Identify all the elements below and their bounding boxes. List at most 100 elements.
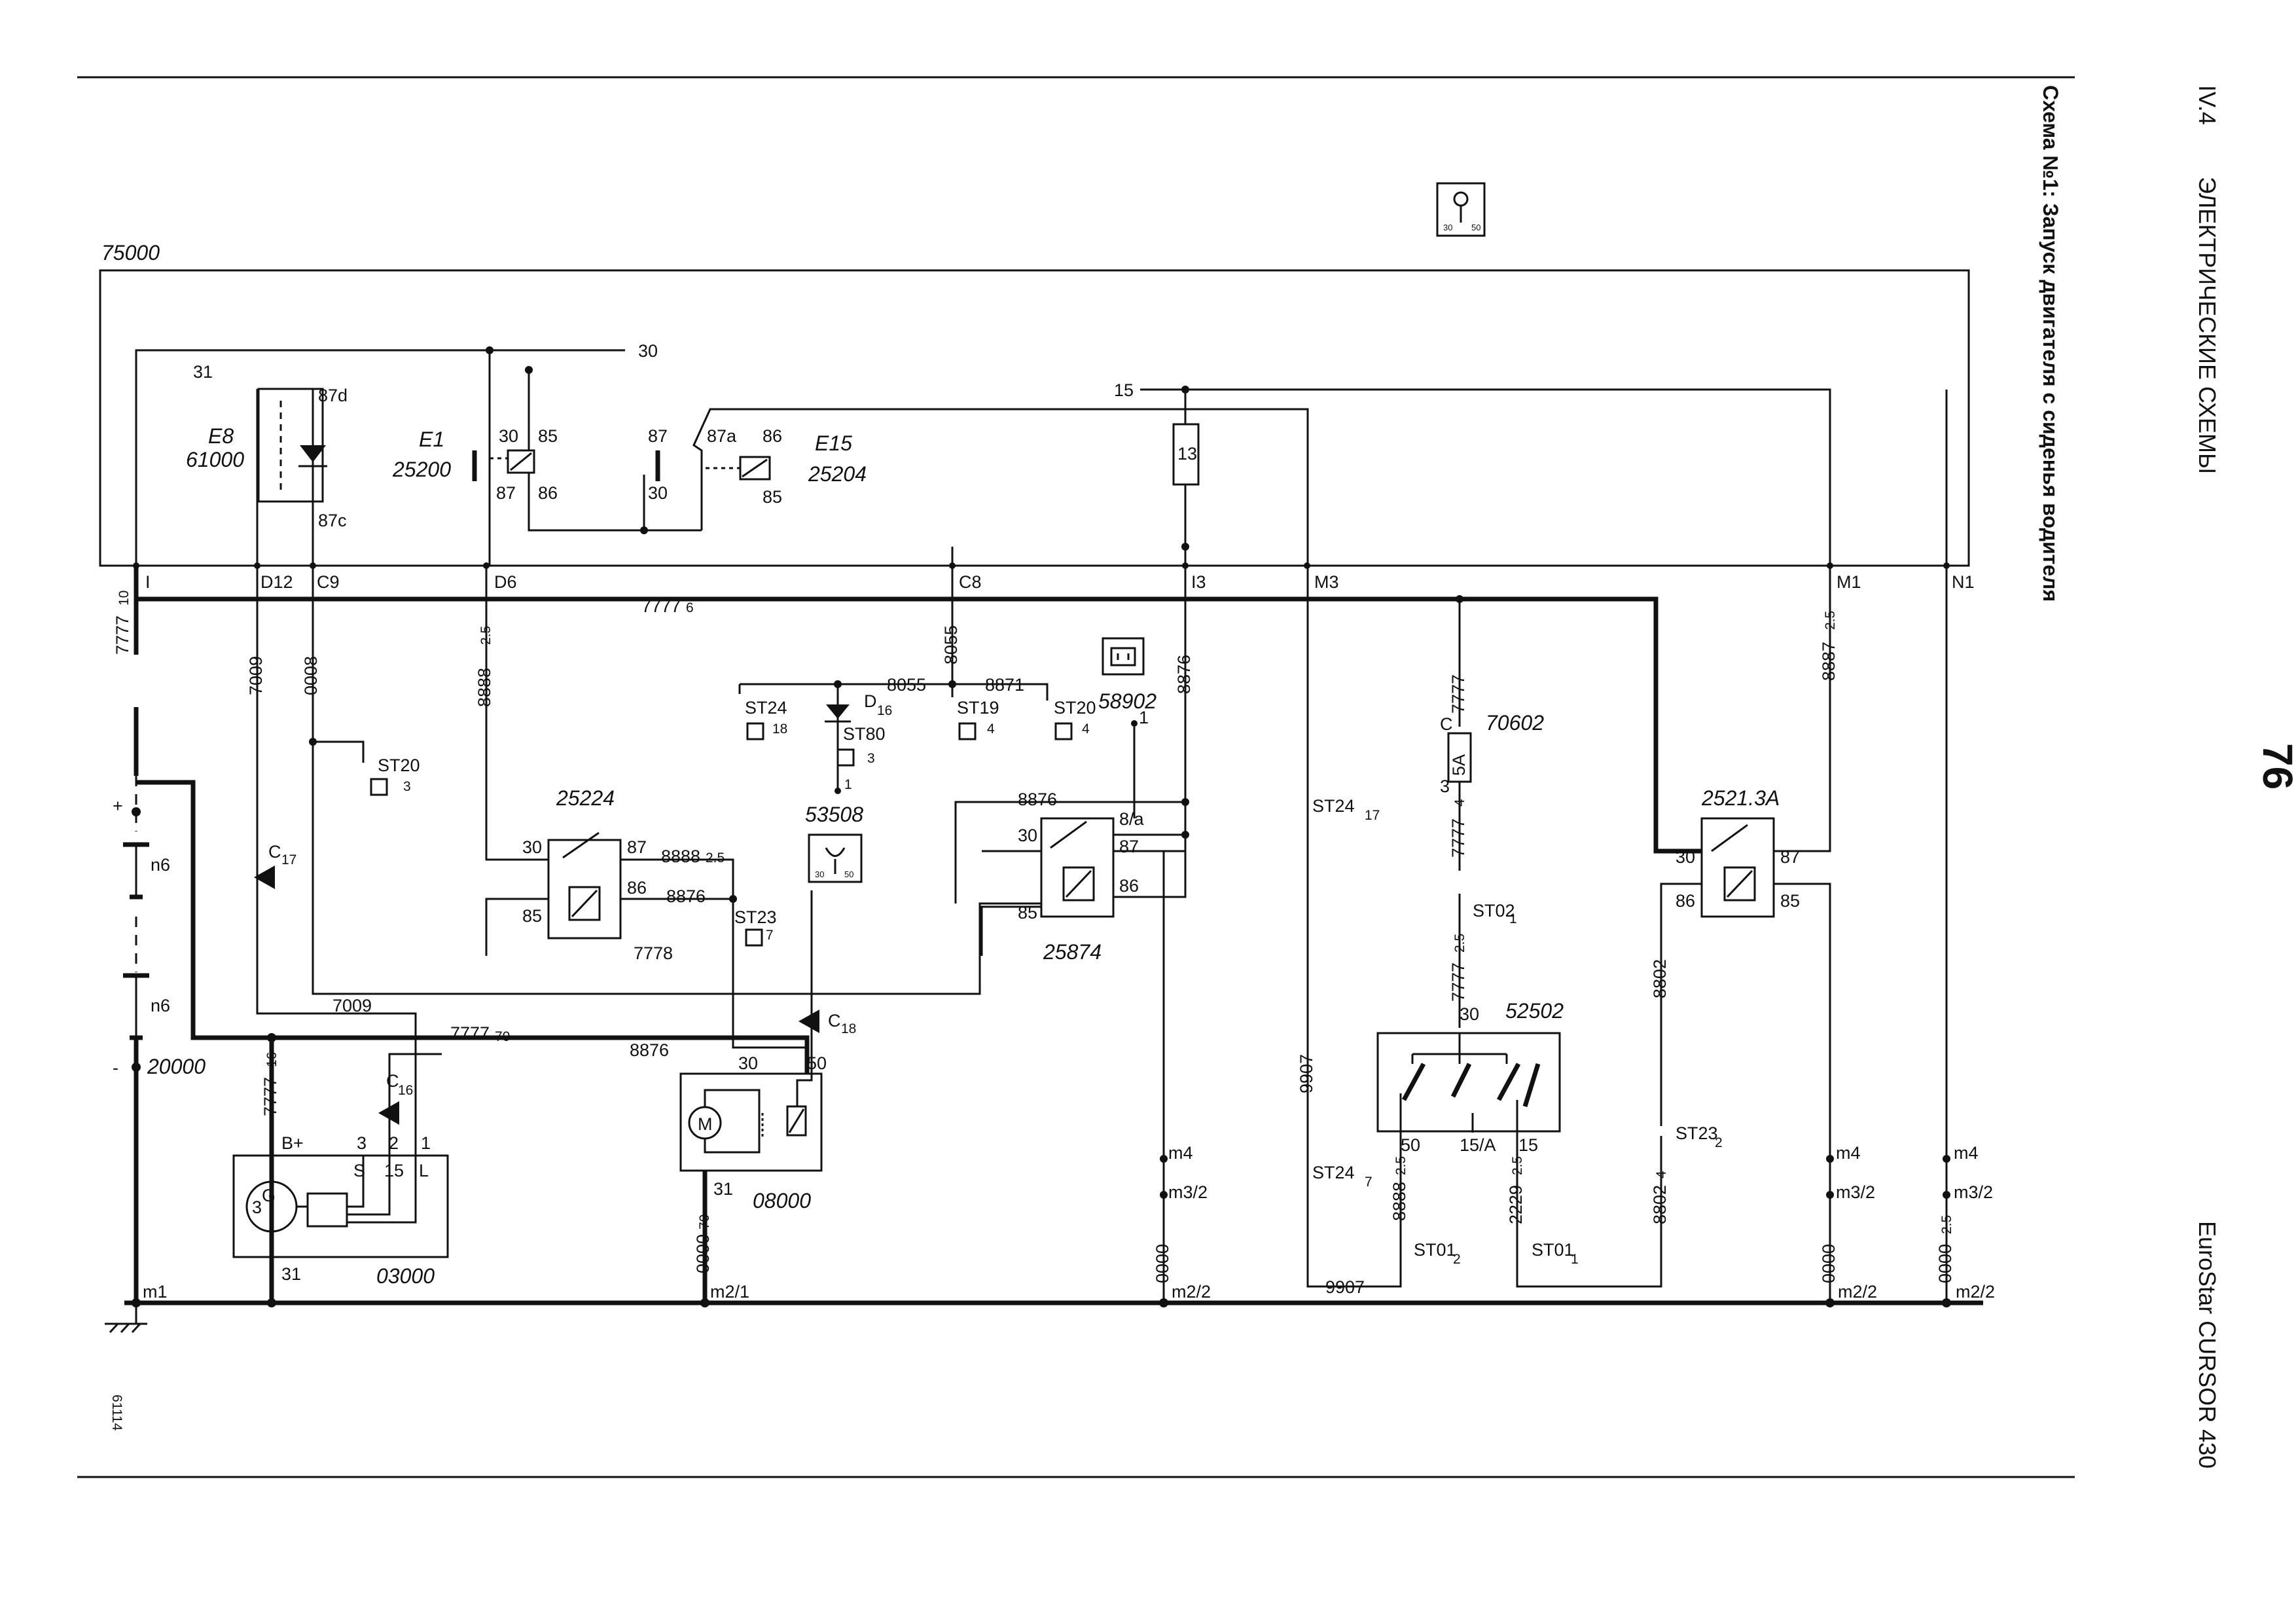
ground-m3-2-a: m3/2: [1168, 1182, 1208, 1202]
splice-st24-17: ST24: [1312, 796, 1355, 816]
bus-30-label: 30: [638, 341, 658, 361]
pin-D12: D12: [260, 572, 293, 592]
wire-7777-16-label: 7777: [260, 1077, 280, 1116]
starter-motor-letter: M: [698, 1114, 713, 1134]
splice-st23-7-n: 7: [766, 928, 774, 943]
wire-7777-25-sub: 2.5: [1452, 934, 1467, 953]
section-number: IV.4: [2194, 85, 2221, 125]
e1-pin-86: 86: [538, 483, 558, 503]
connector-c18: C: [828, 1011, 841, 1030]
relay-25874: 8876 8876 30 8/a 87 86 85 25874 m4 m3/2 …: [954, 566, 1211, 1307]
svg-text:30: 30: [1443, 223, 1452, 232]
e15-pin-87: 87: [648, 426, 668, 446]
alternator-pin-31: 31: [281, 1264, 301, 1284]
section-title: ЭЛЕКТРИЧЕСКИЕ СХЕМЫ: [2194, 177, 2221, 474]
wire-0000-a-label: 0000: [1153, 1244, 1172, 1283]
wire-7777-25-label: 7777: [1448, 962, 1468, 1002]
wire-8055-label: 8055: [941, 625, 961, 665]
wire-0000-25-label: 0000: [1935, 1244, 1955, 1283]
model-name: EuroStar CURSOR 430: [2194, 1221, 2221, 1468]
e1-code: 25200: [392, 458, 451, 481]
wire-8876-b-label: 8876: [666, 886, 706, 906]
e8-pin-87c: 87c: [318, 511, 347, 530]
connector-c17-marker: [254, 866, 275, 889]
battery-warning-icon: [1102, 637, 1145, 676]
splice-st20-3-n: 3: [403, 779, 411, 794]
r25874-pin-87a: 8/a: [1119, 809, 1145, 829]
battery-code: 20000: [147, 1055, 206, 1078]
r25874-code: 25874: [1043, 940, 1102, 964]
splice-st80-pin2: 1: [844, 777, 852, 792]
e15-code: 25204: [808, 462, 867, 486]
starter-code: 08000: [753, 1189, 811, 1213]
r25874-pin-87: 87: [1119, 837, 1139, 856]
starter-pin-50: 50: [807, 1053, 827, 1073]
lamp-pin: 1: [1139, 708, 1149, 727]
connector-c16: C: [386, 1071, 399, 1091]
r25224-code: 25224: [556, 786, 615, 810]
battery-cell-bottom: n6: [151, 996, 170, 1015]
wire-8802-label: 8802: [1650, 959, 1670, 998]
splice-st80: ST80: [843, 724, 886, 744]
wire-0008-label: 0008: [301, 656, 321, 695]
wire-7009: [256, 566, 417, 1156]
wire-7009-label: 7009: [246, 656, 266, 695]
diode-d16-name: D: [864, 691, 877, 711]
e15-pin-30: 30: [648, 483, 668, 503]
svg-text:50: 50: [844, 869, 853, 879]
e15-pin-85: 85: [762, 487, 782, 507]
wire-7777-top-label: 7777: [1448, 674, 1468, 714]
r25213a-code: 2521.3A: [1701, 786, 1780, 810]
wire-7777-6-sub: 6: [686, 600, 694, 615]
alternator-pin-s: S: [353, 1161, 365, 1180]
splice-st20-3: ST20: [378, 756, 420, 775]
splice-st80-pin: 3: [867, 751, 875, 766]
battery-20000: 7777 10 + - n6 n6 20000: [113, 591, 206, 1303]
wire-7777-10-sub: 10: [117, 591, 132, 606]
wire-7777-70-label: 7777: [450, 1023, 490, 1043]
starter-08000: M 30 50 31 08000 0000 70 m2/1: [679, 890, 827, 1307]
splice-st01-2-n: 2: [1453, 1252, 1461, 1267]
splice-st01-1: ST01: [1532, 1240, 1574, 1260]
r25213a-pin-86: 86: [1676, 891, 1695, 911]
n1-ground-branch: m4 m3/2 0000 2.5 m2/2: [1935, 566, 1995, 1307]
battery-minus: -: [113, 1058, 118, 1078]
wire-7777-16-sub: 16: [264, 1052, 279, 1067]
box-code: 75000: [101, 241, 160, 264]
alternator-pin-l: L: [419, 1161, 429, 1180]
fuse-70602: 7777 C 5A 70602 3 7777 4 ST02 1 7777 2.5: [1440, 599, 1544, 1028]
wire-8888-b-sub: 2.5: [706, 850, 725, 866]
ground-m2-2-b: m2/2: [1838, 1282, 1877, 1302]
connector-c18-marker: [798, 1010, 819, 1033]
ground-m3-2-b: m3/2: [1836, 1182, 1875, 1202]
wire-7777-main: [134, 566, 1702, 854]
ground-m1: m1: [143, 1282, 168, 1302]
wire-8802-b-label: 8802: [1650, 1185, 1670, 1224]
splice-st19-4-n: 4: [987, 721, 995, 737]
pin-I3: I3: [1191, 572, 1206, 592]
r25224-pin-86: 86: [627, 878, 647, 898]
wire-0000-70-label: 0000: [693, 1234, 713, 1273]
pin-I: I: [145, 572, 151, 592]
e1-pin-85: 85: [538, 426, 558, 446]
wire-2229-label: 2229: [1506, 1185, 1526, 1224]
connector-c16-n: 16: [398, 1083, 413, 1098]
splice-st24-18: ST24: [745, 698, 787, 718]
bus-31-label: 31: [193, 362, 213, 382]
switch-code: 52502: [1505, 999, 1564, 1023]
wire-9907-b-label: 9907: [1325, 1277, 1365, 1297]
e15-pin-87a: 87a: [707, 426, 737, 446]
main-box-75000: [99, 269, 1970, 567]
splice-st23-7: ST23: [734, 907, 777, 927]
wire-0000-70-sub: 70: [697, 1214, 712, 1230]
diode-d16-area: 8055 8055 8871 ST24 18 ST19 4 ST20 4 D 1…: [738, 566, 1096, 883]
wire-8888-b-label: 8888: [661, 847, 700, 866]
r25213a-pin-85: 85: [1780, 891, 1800, 911]
fuse-code: 70602: [1486, 711, 1544, 735]
bus-15-label: 15: [1114, 380, 1134, 400]
e8-pin-87d: 87d: [318, 386, 348, 405]
alternator-code: 03000: [376, 1264, 435, 1288]
alternator-03000: 7777 16 G 3 B+ 3 2 1 S 15 L 31 03000: [232, 1033, 449, 1307]
wire-8876-label: 8876: [1174, 655, 1194, 694]
